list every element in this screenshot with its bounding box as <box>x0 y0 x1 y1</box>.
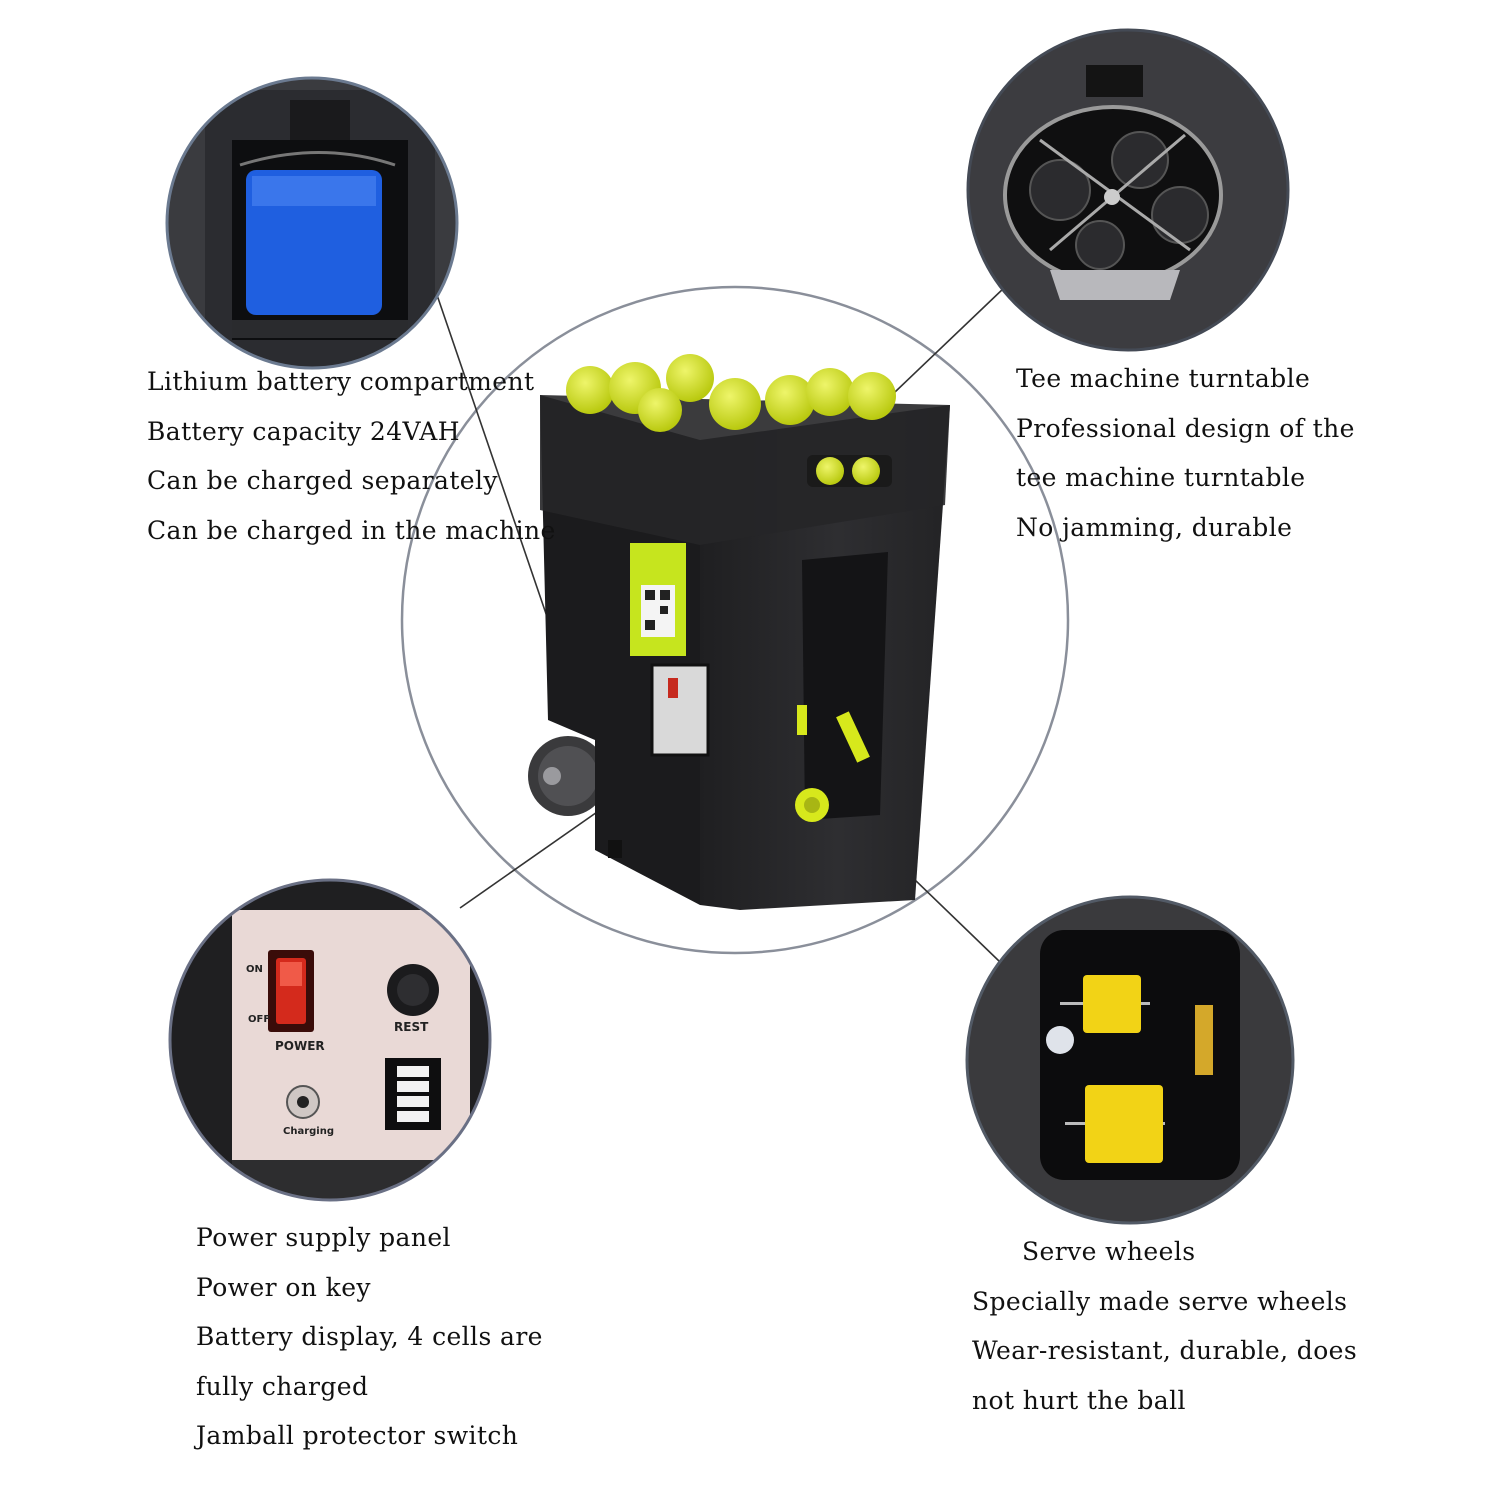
battery-detail-circle <box>167 78 457 368</box>
serve-wheels-detail-circle <box>967 897 1293 1223</box>
turntable-callout: Tee machine turntable Professional desig… <box>1016 354 1355 552</box>
power-panel-detail-circle <box>170 880 490 1200</box>
tennis-balls <box>566 354 896 432</box>
serve-wheels-line-4: not hurt the ball <box>972 1385 1186 1415</box>
battery-line-3: Can be charged separately <box>147 466 498 495</box>
power-label: POWER <box>275 1039 325 1053</box>
switch-on-label: ON <box>246 964 263 975</box>
turntable-line-4: No jamming, durable <box>1016 512 1293 542</box>
serve-wheels-line-3: Wear-resistant, durable, does <box>972 1336 1358 1365</box>
battery-line-4: Can be charged in the machine <box>147 515 556 545</box>
power-panel-callout: Power supply panel Power on key Battery … <box>196 1213 543 1461</box>
battery-cell <box>397 1066 429 1077</box>
machine-control-panel <box>650 663 710 757</box>
power-panel-line-3: Battery display, 4 cells are <box>196 1322 543 1351</box>
turntable-line-1: Tee machine turntable <box>1016 364 1311 393</box>
battery-cell <box>397 1111 429 1122</box>
turntable-detail-circle <box>968 30 1288 350</box>
serve-wheel-upper <box>1060 975 1150 1033</box>
serve-wheels-line-2: Specially made serve wheels <box>972 1286 1348 1316</box>
battery-callout: Lithium battery compartment Battery capa… <box>147 357 556 555</box>
serve-wheels-line-1: Serve wheels <box>1022 1237 1196 1266</box>
power-panel-line-2: Power on key <box>196 1272 371 1302</box>
connector-battery <box>436 294 556 641</box>
turntable-line-2: Professional design of the <box>1016 413 1355 443</box>
power-panel-line-4: fully charged <box>196 1371 369 1401</box>
connector-turntable <box>894 286 1006 393</box>
rest-label: REST <box>394 1020 429 1034</box>
power-panel-line-1: Power supply panel <box>196 1223 451 1252</box>
main-frame-circle <box>400 285 1070 955</box>
charging-label: Charging <box>283 1126 334 1137</box>
serve-wheels-callout: Serve wheels Specially made serve wheels… <box>972 1227 1357 1425</box>
battery-cell <box>397 1081 429 1092</box>
turntable-line-3: tee machine turntable <box>1016 463 1306 492</box>
ball-machine <box>528 354 950 910</box>
power-panel-line-5: Jamball protector switch <box>196 1421 519 1450</box>
battery-pack <box>246 170 382 315</box>
serve-wheel-lower <box>1065 1085 1165 1163</box>
battery-cell <box>397 1096 429 1107</box>
battery-line-1: Lithium battery compartment <box>147 367 535 396</box>
battery-line-2: Battery capacity 24VAH <box>147 416 460 446</box>
switch-off-label: OFF <box>248 1014 270 1025</box>
